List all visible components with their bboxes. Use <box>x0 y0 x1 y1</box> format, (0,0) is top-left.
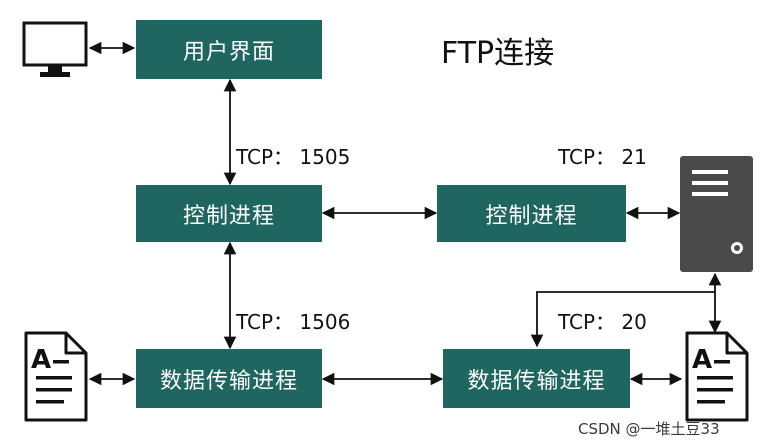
monitor-icon <box>22 21 88 77</box>
client-control-port-label: TCP： 1505 <box>236 145 351 169</box>
client-data-transfer-box: 数据传输进程 <box>136 349 322 408</box>
server-document-icon: A <box>685 331 749 422</box>
server-control-port-label: TCP： 21 <box>558 145 647 169</box>
client-control-process-box: 控制进程 <box>136 185 322 242</box>
client-data-port-label: TCP： 1506 <box>236 310 351 334</box>
user-interface-box: 用户界面 <box>136 20 322 79</box>
server-data-transfer-box: 数据传输进程 <box>443 349 630 408</box>
server-data-port-label: TCP： 20 <box>558 310 647 334</box>
server-data-connector <box>530 272 722 348</box>
server-control-process-box: 控制进程 <box>437 185 626 242</box>
watermark: CSDN @一堆土豆33 <box>578 420 720 438</box>
server-icon <box>680 156 753 272</box>
client-document-icon: A <box>24 331 88 422</box>
svg-text:A: A <box>692 345 712 375</box>
svg-text:A: A <box>31 345 51 375</box>
diagram-title: FTP连接 <box>441 36 555 71</box>
